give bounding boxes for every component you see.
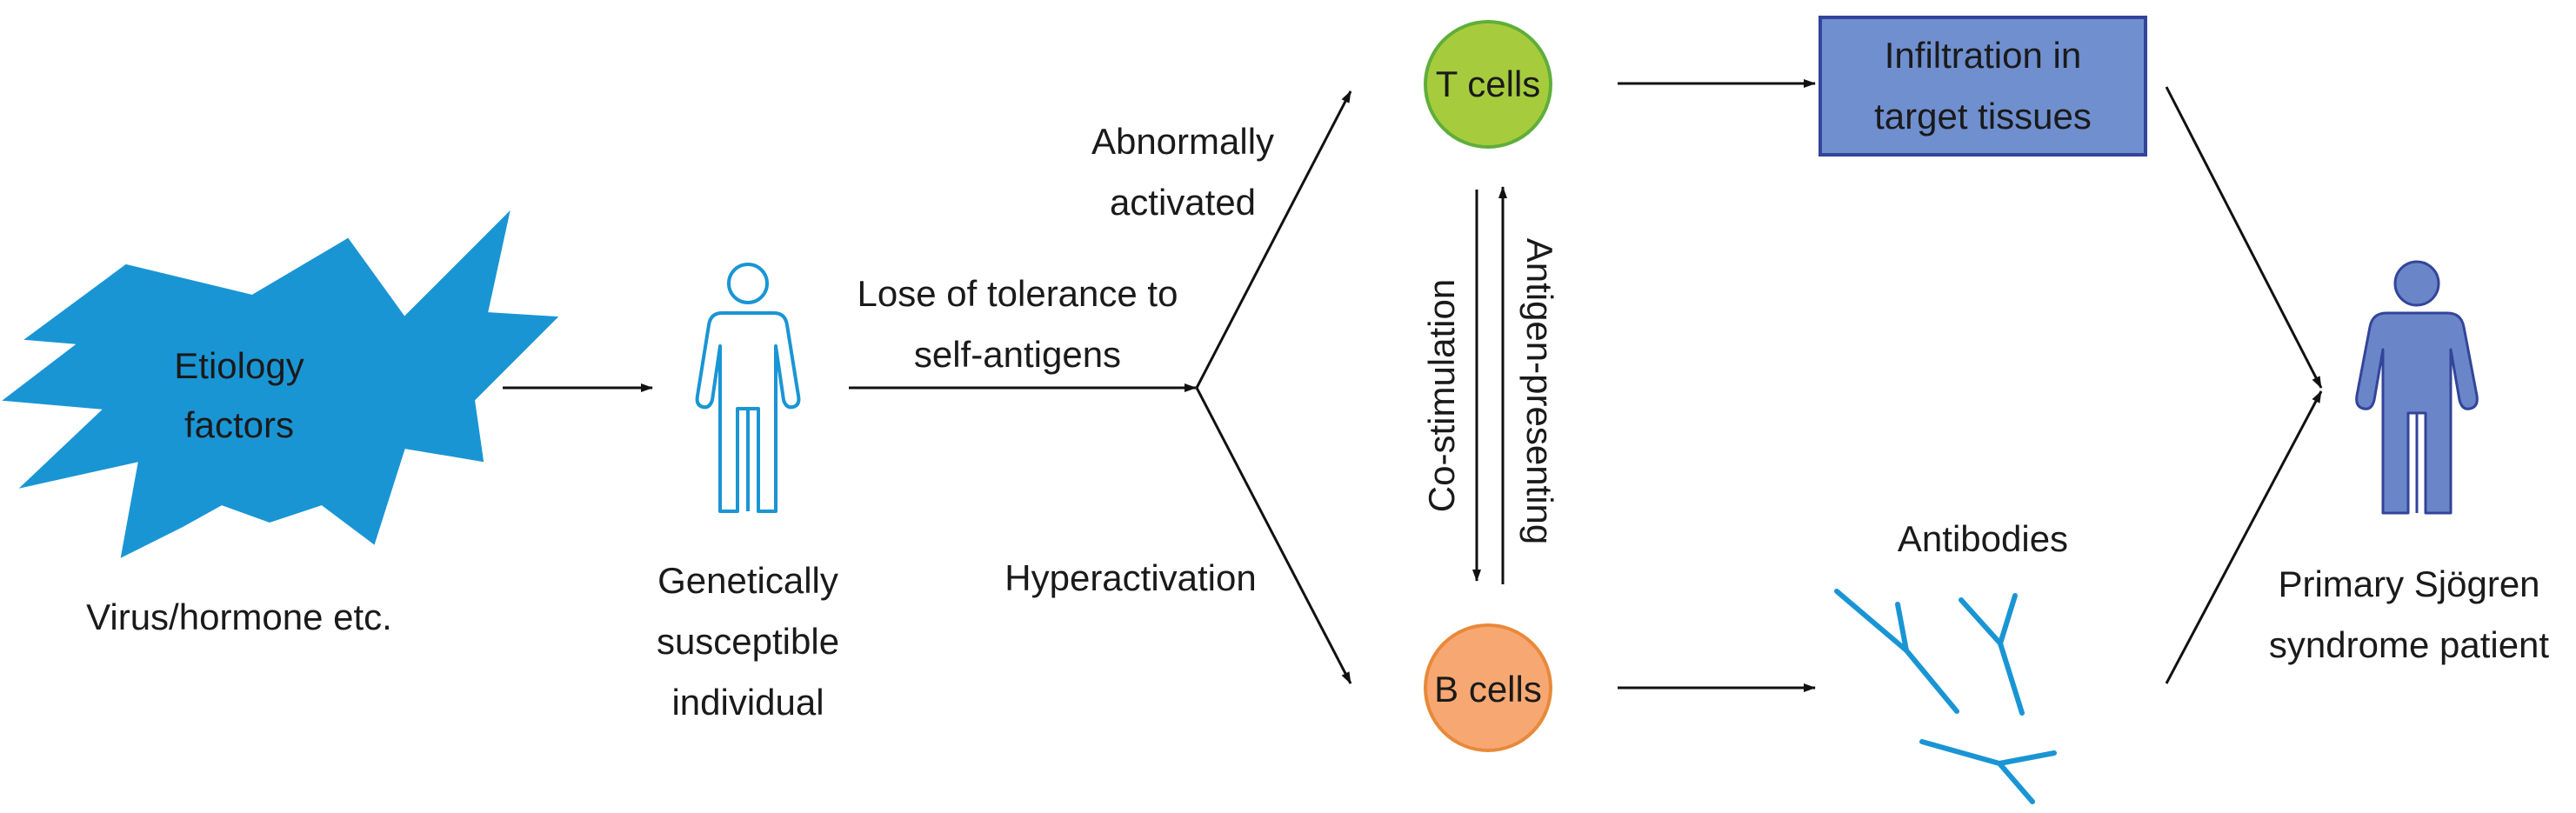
arrow-split-to-t-cells [1195,90,1352,389]
infiltration-label-line1: Infiltration in [1884,35,2082,76]
abnormally-label-line2: activated [1109,182,1257,223]
individual-caption-line1: Genetically [657,560,838,601]
individual-caption-line3: individual [671,682,824,723]
t-cells-node [1424,20,1552,149]
b-cells-label: B cells [1434,669,1542,710]
arrow-split-to-b-cells [1195,387,1352,684]
antigen-presenting-label: Antigen-presenting [1519,237,1560,545]
tolerance-label-line1: Lose of tolerance to [857,273,1178,314]
costimulation-label: Co-stimulation [1421,278,1462,513]
patient-caption-line2: syndrome patient [2268,624,2550,665]
infiltration-label: Infiltration in target tissues [1820,25,2146,147]
tolerance-label-line2: self-antigens [913,334,1122,375]
individual-caption-line2: susceptible [656,621,840,662]
tolerance-label: Lose of tolerance to self-antigens [818,263,1218,385]
arrows [503,79,2323,692]
etiology-label-line1: Etiology [174,345,304,386]
patient-icon [2355,260,2479,515]
abnormally-label-line1: Abnormally [1091,121,1275,162]
arrow-infiltration-to-patient [2165,86,2323,389]
etiology-starburst-shape [2,210,559,558]
infiltration-label-line2: target tissues [1874,96,2092,137]
infiltration-node [1819,16,2147,157]
etiology-caption: Virus/hormone etc. [86,596,392,637]
etiology-label: Etiology factors [152,337,326,455]
antibodies-label: Antibodies [1897,518,2069,559]
susceptible-person-icon [695,263,801,513]
arrow-antibodies-to-patient [2165,390,2323,684]
patient-caption-line1: Primary Sjögren [2278,563,2540,604]
abnormally-activated-label: Abnormally activated [1061,111,1305,233]
antibodies-icon [1834,589,2057,804]
patient-caption: Primary Sjögren syndrome patient [2244,554,2574,676]
t-cells-label: T cells [1435,63,1541,104]
b-cells-node [1424,623,1552,752]
individual-caption: Genetically susceptible individual [617,550,878,733]
etiology-label-line2: factors [184,404,295,445]
hyperactivation-label: Hyperactivation [1004,557,1257,598]
